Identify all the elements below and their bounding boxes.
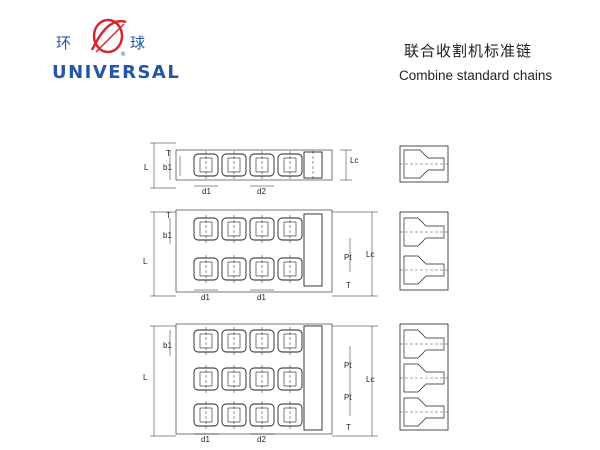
label-Lc-3: Lc [366,375,374,384]
label-Lc-2: Lc [366,250,374,259]
label-b1-3: b1 [163,341,172,350]
brand-logo: 环 ® 球 UNIVERSAL [52,10,179,83]
triplex-chain-front: L b1 Pt Pt T Lc d1 d2 [143,323,378,444]
brand-cn-right: 球 [130,34,147,52]
label-d2-3: d2 [257,435,266,444]
label-Pt-2: Pt [344,253,352,262]
label-Pt-3a: Pt [344,361,352,370]
registered-mark: ® [120,51,126,58]
label-d1-3: d1 [201,435,210,444]
label-T-2: T [166,211,171,220]
simplex-chain-side [399,145,449,183]
label-d1-2b: d1 [257,293,266,302]
label-L-1: L [144,163,149,172]
brand-cn-left: 环 [56,34,73,52]
label-d1-2: d1 [201,293,210,302]
duplex-chain-front: L b1 T Pt T Lc d1 d1 [143,209,378,302]
label-Lc-1: Lc [350,156,358,165]
label-d1-1: d1 [202,187,211,196]
label-T-3: T [346,423,351,432]
simplex-chain-front: L b1 T Lc d1 d2 [144,142,358,196]
globe-ring-icon: ® [90,18,127,58]
label-T-2b: T [346,281,351,290]
label-b1-2: b1 [163,231,172,240]
label-b1-1: b1 [163,163,172,172]
duplex-chain-side [399,211,449,291]
label-d2-1: d2 [257,187,266,196]
label-T-1: T [166,149,171,158]
triplex-chain-side [399,323,449,431]
label-L-2: L [143,257,148,266]
page-title-cn: 联合收割机标准链 [404,42,533,60]
label-L-3: L [143,373,148,382]
label-Pt-3b: Pt [344,393,352,402]
brand-name: UNIVERSAL [52,62,181,83]
page-title-en: Combine standard chains [399,68,553,83]
